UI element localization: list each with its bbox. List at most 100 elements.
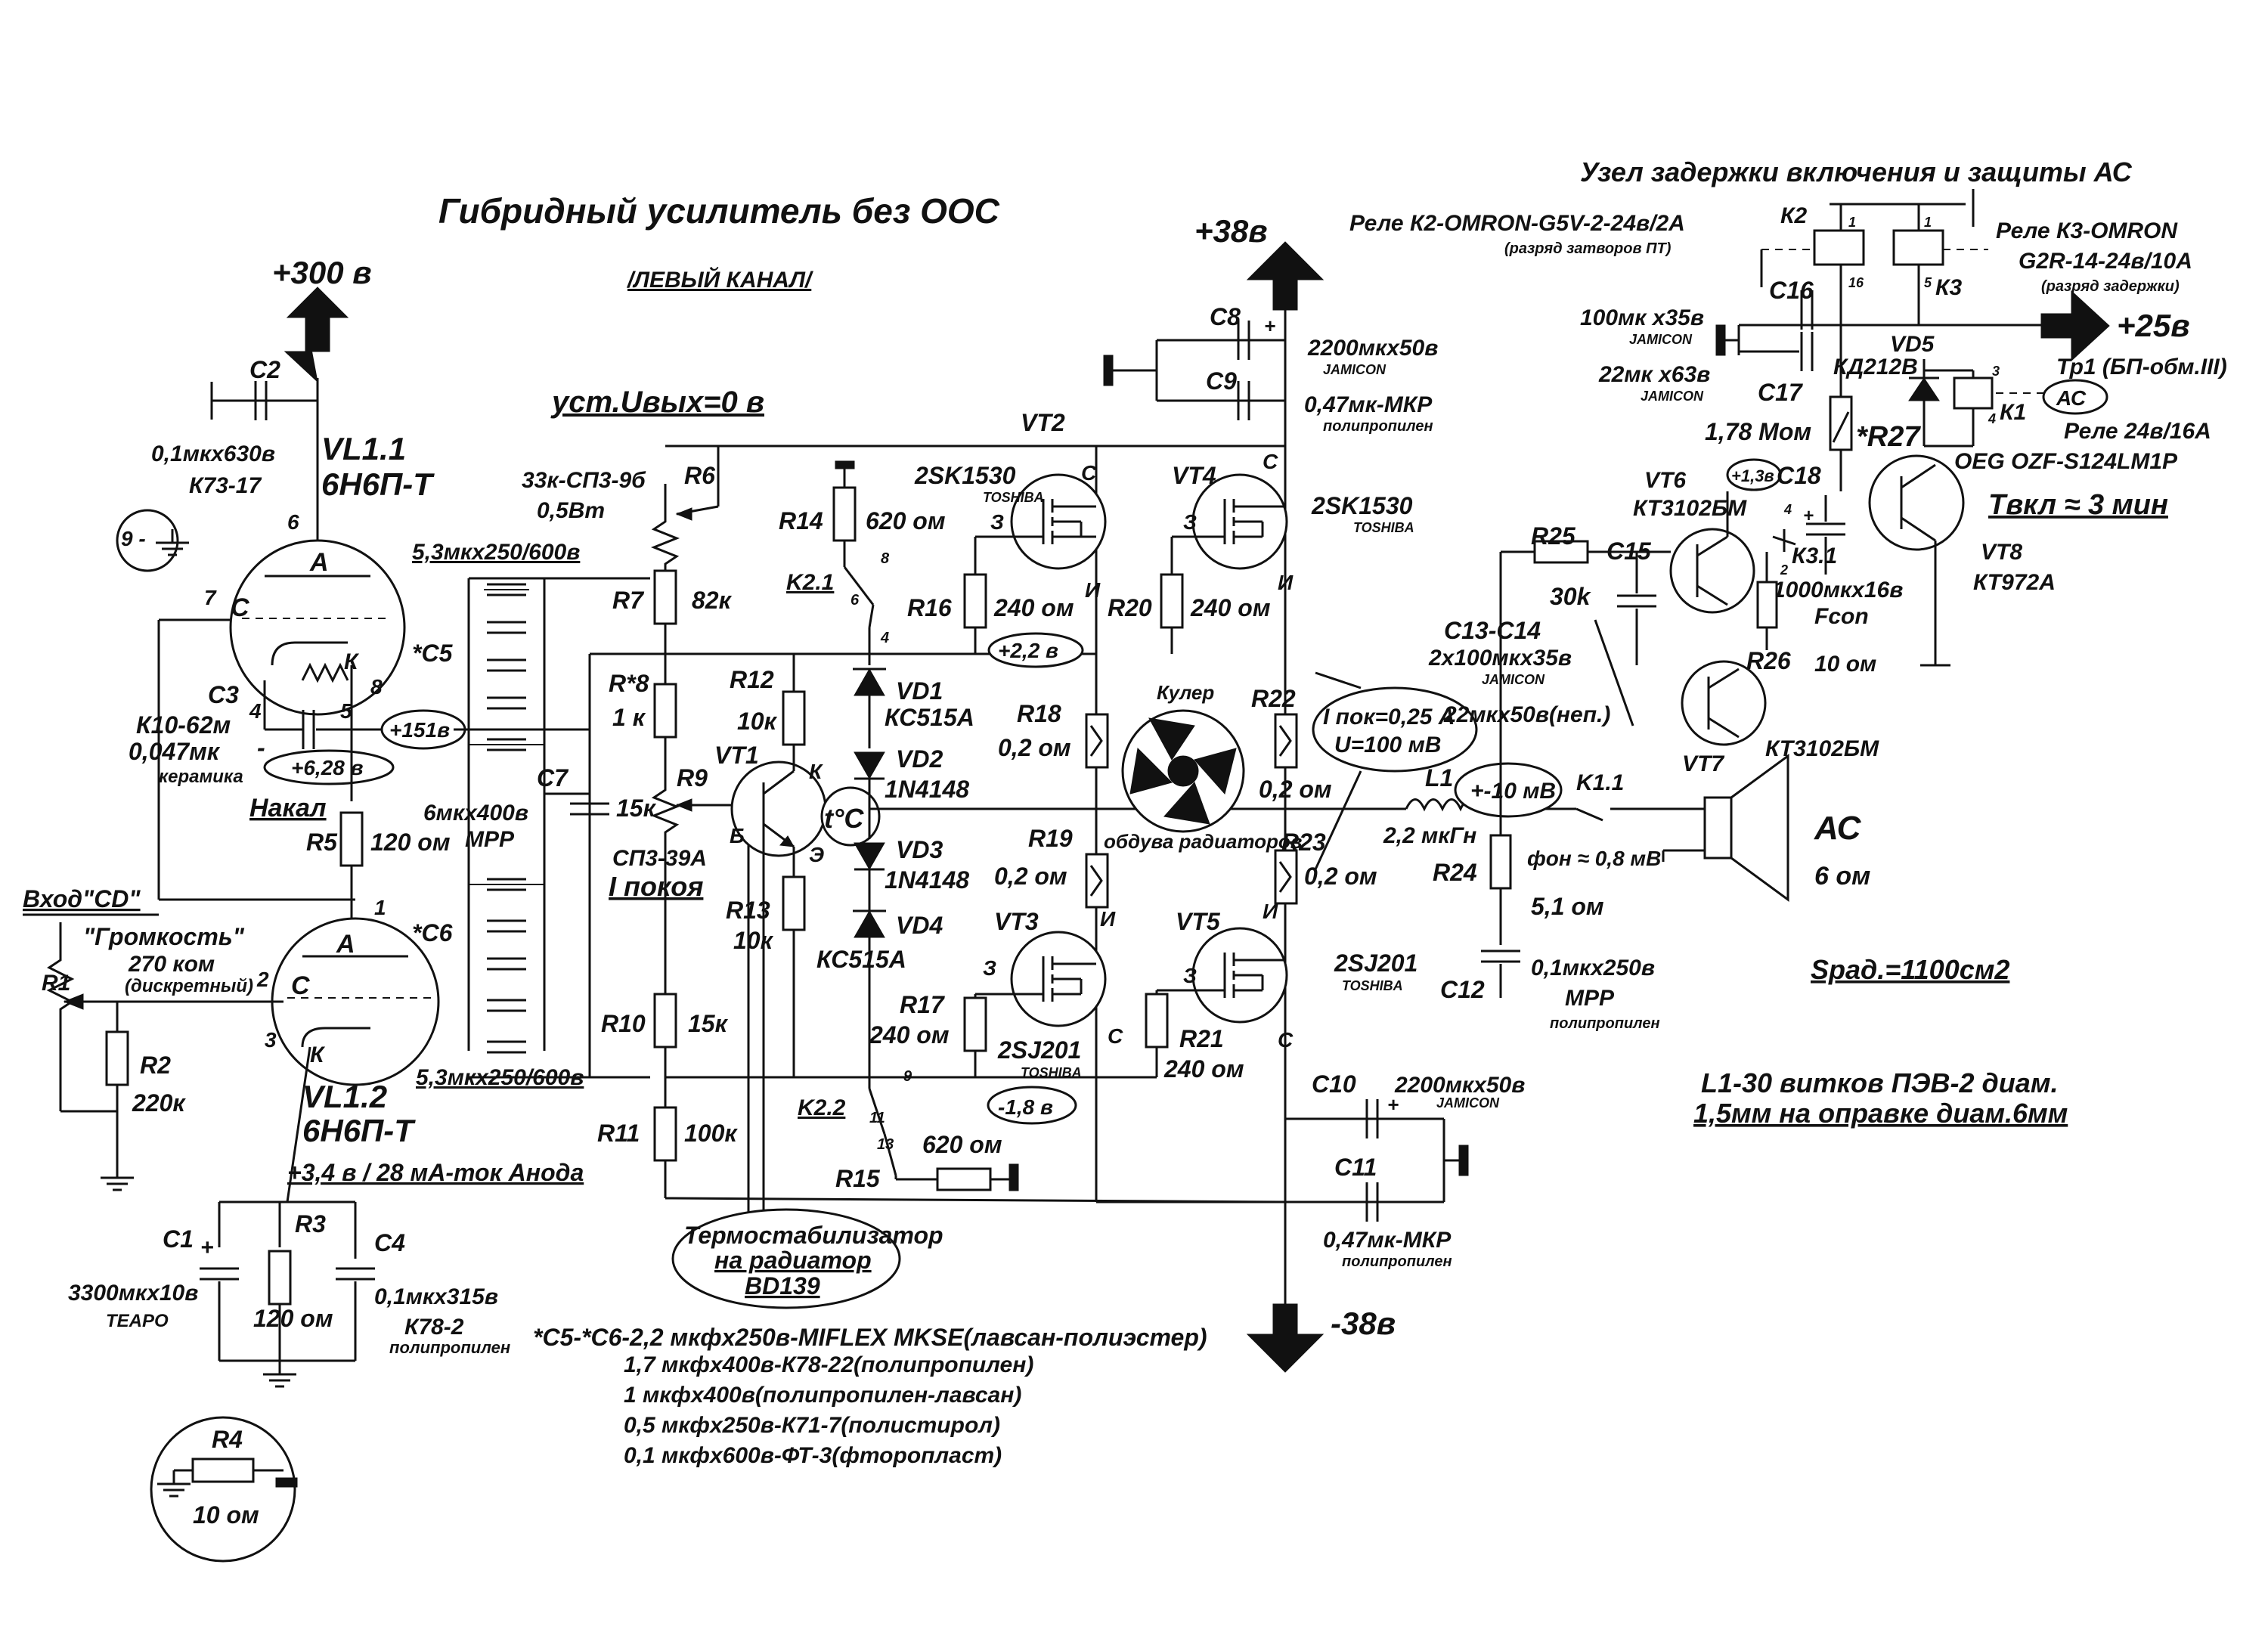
c1-ref: C1 — [163, 1225, 194, 1253]
v13-label: +1,3в — [1731, 466, 1774, 485]
vt1-e: Э — [809, 843, 824, 866]
c3-type: К10-62м — [136, 711, 231, 739]
k22-p3: 13 — [877, 1136, 894, 1153]
vd4-type: КС515А — [816, 946, 906, 973]
r1-ref: R1 — [42, 971, 70, 996]
vd1-type: КС515А — [885, 704, 974, 731]
k22-p1: 9 — [903, 1068, 912, 1085]
r12-val: 10к — [737, 708, 778, 735]
r27-ref: *R27 — [1856, 421, 1921, 453]
c9-note: полипропилен — [1323, 418, 1433, 435]
k31-label: К3.1 — [1792, 544, 1837, 568]
r26-ref: R26 — [1746, 647, 1791, 674]
r14-ref: R14 — [779, 507, 823, 534]
r25-val: 30k — [1550, 583, 1592, 610]
c4-note: полипропилен — [389, 1338, 510, 1357]
r9-val: 15к — [616, 795, 657, 822]
k21-p3: 4 — [880, 630, 889, 646]
r19-val: 0,2 ом — [994, 863, 1067, 890]
vt5-brand: TOSHIBA — [1342, 978, 1403, 993]
vt4-ref: VT4 — [1172, 462, 1216, 489]
k1-text1: Реле 24в/16А — [2064, 419, 2211, 444]
caplist-4: 0,1 мкфх600в-ФТ-3(фторопласт) — [624, 1443, 1002, 1468]
pin-16: 16 — [1848, 275, 1864, 290]
c18-plus: + — [1803, 506, 1814, 526]
setting-label: уст.Uвых=0 в — [550, 386, 764, 419]
vt5-i: И — [1263, 900, 1278, 923]
c11-ref: C11 — [1334, 1154, 1377, 1181]
v22-label: +2,2 в — [998, 639, 1058, 662]
pos-rail-label: +38в — [1194, 213, 1268, 249]
l1note-2: 1,5мм на оправке диам.6мм — [1693, 1098, 2068, 1129]
c1314-ref: C13-C14 — [1444, 617, 1541, 644]
c3-val: 0,047мк — [129, 738, 221, 765]
k2-note: (разряд затворов ПТ) — [1504, 240, 1672, 257]
c2-ref: C2 — [249, 356, 280, 383]
c17-ref: C17 — [1758, 379, 1804, 406]
r4-ref: R4 — [212, 1426, 243, 1453]
heater-label: Накал — [249, 794, 327, 822]
r12-ref: R12 — [730, 666, 774, 693]
pin-5: 5 — [1924, 275, 1932, 290]
vt4-s: С — [1263, 450, 1278, 473]
r27-val: 1,78 Мом — [1705, 418, 1811, 445]
tube-vl12: А С К 1 2 3 VL1.2 6Н6П-Т +3,4 в / 28 мА-… — [256, 896, 584, 1186]
vt1-ref: VT1 — [714, 742, 759, 769]
r23-ref: R23 — [1281, 829, 1326, 856]
vt2-z: З — [990, 510, 1004, 534]
vl12-pin-a: 1 — [374, 896, 386, 919]
spk-name: АС — [1814, 810, 1862, 847]
r6-val: 33к-СП3-9б — [522, 468, 646, 493]
c17-brand: JAMICON — [1641, 389, 1704, 404]
pos-rail-arrow: +38в — [1194, 213, 1325, 311]
c7-ref: C7 — [537, 764, 569, 791]
k3-note: (разряд задержки) — [2041, 278, 2180, 295]
vl12-k: К — [310, 1042, 326, 1067]
c4-ref: C4 — [374, 1229, 405, 1256]
vt5-z: З — [1183, 964, 1197, 987]
channel-label: /ЛЕВЫЙ КАНАЛ/ — [626, 266, 813, 293]
c6-ref: *C6 — [412, 919, 453, 946]
vt7-transistor — [1681, 660, 1767, 746]
r10-ref: R10 — [601, 1010, 646, 1037]
r2-ref: R2 — [140, 1052, 171, 1079]
c11-note: полипропилен — [1342, 1253, 1452, 1270]
r8-val: 1 к — [612, 704, 646, 731]
caplist-2: 1 мкфх400в(полипропилен-лавсан) — [624, 1383, 1021, 1408]
c5-bank — [467, 578, 546, 1051]
vt3-i: И — [1100, 907, 1116, 931]
c1314-brand: JAMICON — [1482, 672, 1545, 687]
ipok-1: I пок=0,25 А — [1323, 705, 1455, 730]
thermo-1: Термостабилизатор — [684, 1222, 943, 1249]
c8-val: 2200мкх50в — [1307, 336, 1438, 361]
k2-ref: К2 — [1780, 203, 1807, 228]
r21-val: 240 ом — [1163, 1055, 1244, 1083]
vd2-ref: VD2 — [896, 745, 943, 773]
thermo-3: BD139 — [745, 1272, 820, 1300]
r9-type: СП3-39А — [612, 846, 707, 871]
tvkl-label: Tвкл ≈ 3 мин — [1988, 489, 2168, 521]
r3-ref: R3 — [295, 1210, 326, 1238]
r6-p: 0,5Вт — [537, 498, 605, 523]
c8-ref: C8 — [1210, 303, 1241, 330]
r14-val: 620 ом — [866, 507, 946, 534]
c2-val: 0,1мкх630в — [151, 441, 275, 466]
vt5-s: С — [1278, 1028, 1294, 1052]
vt5-type: 2SJ201 — [1334, 949, 1418, 977]
neg-rail-arrow: -38в — [1246, 1303, 1396, 1373]
c6-bank — [469, 878, 544, 1054]
vt6-transistor — [1669, 528, 1755, 614]
cooler-label: Кулер — [1157, 681, 1214, 704]
k1-text2: OEG OZF-S124LM1P — [1954, 449, 2178, 474]
c12-val: 0,1мкх250в — [1531, 956, 1655, 980]
vt3-type: 2SJ201 — [997, 1036, 1081, 1064]
c10-brand: JAMICON — [1436, 1095, 1500, 1111]
tc-label: t°C — [824, 803, 864, 834]
r22-val: 0,2 ом — [1259, 776, 1332, 803]
neg-rail-label: -38в — [1331, 1306, 1396, 1341]
vt3-brand: TOSHIBA — [1021, 1065, 1082, 1080]
c12-note: полипропилен — [1550, 1015, 1660, 1032]
vt6-ref: VT6 — [1644, 468, 1686, 493]
vt8-ref: VT8 — [1981, 540, 2022, 565]
